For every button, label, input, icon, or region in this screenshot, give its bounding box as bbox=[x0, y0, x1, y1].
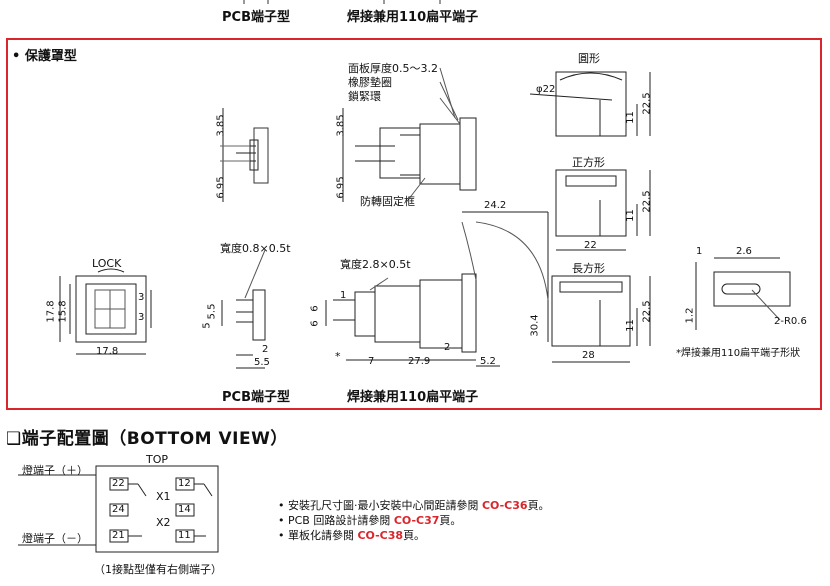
note-tail: 頁。 bbox=[527, 499, 550, 512]
dim-2b: 2 bbox=[444, 342, 451, 353]
note-item: • 單板化請參閱 CO-C38頁。 bbox=[278, 528, 550, 543]
terminal-top-label: TOP bbox=[146, 453, 169, 466]
protective-cover-section bbox=[6, 38, 822, 410]
dim-6a: 6 bbox=[309, 305, 321, 312]
note-ref-link[interactable]: CO-C37 bbox=[393, 514, 440, 527]
label-square: 正方形 bbox=[572, 156, 605, 169]
label-width-pcb: 寬度0.8×0.5t bbox=[220, 242, 291, 255]
label-anti-rotation: 防轉固定框 bbox=[360, 195, 415, 208]
terminal-14: 14 bbox=[178, 504, 191, 515]
lamp-minus-label: 燈端子（－） bbox=[22, 532, 88, 545]
dim-3a: 3 bbox=[138, 292, 145, 303]
terminal-24: 24 bbox=[112, 504, 125, 515]
dim-158v: 15.8 bbox=[57, 300, 69, 323]
label-lock-ring: 鎖緊環 bbox=[348, 90, 381, 103]
dim-385b: 3.85 bbox=[335, 114, 347, 137]
caption-solder: 焊接兼用110扁平端子 bbox=[347, 390, 479, 405]
dim-t1: 1 bbox=[696, 246, 703, 257]
label-rubber-gasket: 橡膠墊圈 bbox=[348, 76, 392, 89]
dim-22: 22 bbox=[584, 240, 597, 251]
label-panel-thickness: 面板厚度0.5～3.2 bbox=[348, 62, 438, 75]
square-cover bbox=[555, 169, 651, 251]
side-view-pcb bbox=[220, 108, 269, 202]
top-leader-lines bbox=[243, 0, 441, 4]
dim-385a: 3.85 bbox=[215, 114, 227, 137]
dim-tr06: 2-R0.6 bbox=[774, 316, 807, 327]
note-text: • 安裝孔尺寸圖‧最小安裝中心間距請參閱 bbox=[278, 499, 482, 512]
terminal-footnote: （1接點型僅有右側端子） bbox=[94, 563, 222, 576]
contact-x1: X1 bbox=[156, 490, 171, 503]
label-terminal-note: *焊接兼用110扁平端子形狀 bbox=[676, 348, 801, 359]
dim-695b: 6.95 bbox=[335, 176, 347, 199]
terminal-21: 21 bbox=[112, 530, 125, 541]
round-cover bbox=[529, 71, 651, 137]
dim-6b: 6 bbox=[309, 320, 321, 327]
dim-225a: 22.5 bbox=[641, 92, 653, 115]
dim-5v: 5 bbox=[201, 322, 213, 329]
label-star: * bbox=[335, 350, 341, 363]
terminal-diagram bbox=[18, 465, 219, 553]
dim-304: 30.4 bbox=[529, 314, 541, 337]
label-width-solder: 寬度2.8×0.5t bbox=[340, 258, 411, 271]
dim-3b: 3 bbox=[138, 312, 145, 323]
terminal-22: 22 bbox=[112, 478, 125, 489]
dim-225b: 22.5 bbox=[641, 190, 653, 213]
note-ref-link[interactable]: CO-C36 bbox=[481, 499, 528, 512]
dim-242: 24.2 bbox=[484, 200, 507, 211]
pcb-lower-view bbox=[221, 249, 266, 369]
label-rect: 長方形 bbox=[572, 262, 605, 275]
note-text: • PCB 回路設計請參閱 bbox=[278, 514, 394, 527]
section-title: • 保護罩型 bbox=[12, 49, 77, 64]
top-caption-pcb: PCB端子型 bbox=[222, 10, 290, 25]
note-item: • PCB 回路設計請參閱 CO-C37頁。 bbox=[278, 513, 550, 528]
dim-phi22: φ22 bbox=[536, 84, 556, 95]
dim-178h: 17.8 bbox=[96, 346, 119, 357]
dim-1: 1 bbox=[340, 290, 347, 301]
terminal-12: 12 bbox=[178, 478, 191, 489]
note-tail: 頁。 bbox=[403, 529, 426, 542]
dim-2a: 2 bbox=[262, 344, 269, 355]
contact-x2: X2 bbox=[156, 516, 171, 529]
dim-225c: 22.5 bbox=[641, 300, 653, 323]
dim-28: 28 bbox=[582, 350, 595, 361]
rect-cover bbox=[551, 275, 651, 363]
label-round: 圓形 bbox=[578, 52, 600, 65]
side-view-solder bbox=[342, 67, 477, 202]
dim-11b: 11 bbox=[624, 209, 636, 222]
front-view bbox=[59, 268, 152, 355]
dim-178v: 17.8 bbox=[45, 300, 57, 323]
dim-279: 27.9 bbox=[408, 356, 431, 367]
lamp-plus-label: 燈端子（＋） bbox=[22, 464, 88, 477]
terminal-layout-title: ❑端子配置圖（BOTTOM VIEW） bbox=[6, 429, 288, 449]
note-ref-link[interactable]: CO-C38 bbox=[357, 529, 404, 542]
label-lock: LOCK bbox=[92, 257, 122, 270]
dim-55v: 5.5 bbox=[206, 303, 218, 320]
note-tail: 頁。 bbox=[439, 514, 462, 527]
dim-55h: 5.5 bbox=[254, 357, 270, 368]
dim-t26: 2.6 bbox=[736, 246, 752, 257]
dim-695a: 6.95 bbox=[215, 176, 227, 199]
dim-11c: 11 bbox=[624, 319, 636, 332]
reference-notes: • 安裝孔尺寸圖‧最小安裝中心間距請參閱 CO-C36頁。 • PCB 回路設計… bbox=[278, 498, 550, 543]
note-text: • 單板化請參閱 bbox=[278, 529, 358, 542]
dim-52: 5.2 bbox=[480, 356, 496, 367]
terminal-shape bbox=[695, 257, 791, 330]
terminal-11: 11 bbox=[178, 530, 191, 541]
caption-pcb: PCB端子型 bbox=[222, 390, 290, 405]
top-caption-solder: 焊接兼用110扁平端子 bbox=[347, 10, 479, 25]
dim-11a: 11 bbox=[624, 111, 636, 124]
note-item: • 安裝孔尺寸圖‧最小安裝中心間距請參閱 CO-C36頁。 bbox=[278, 498, 550, 513]
dim-7: 7 bbox=[368, 356, 375, 367]
solder-lower-view bbox=[325, 211, 549, 367]
dim-t12: 1.2 bbox=[684, 307, 696, 324]
